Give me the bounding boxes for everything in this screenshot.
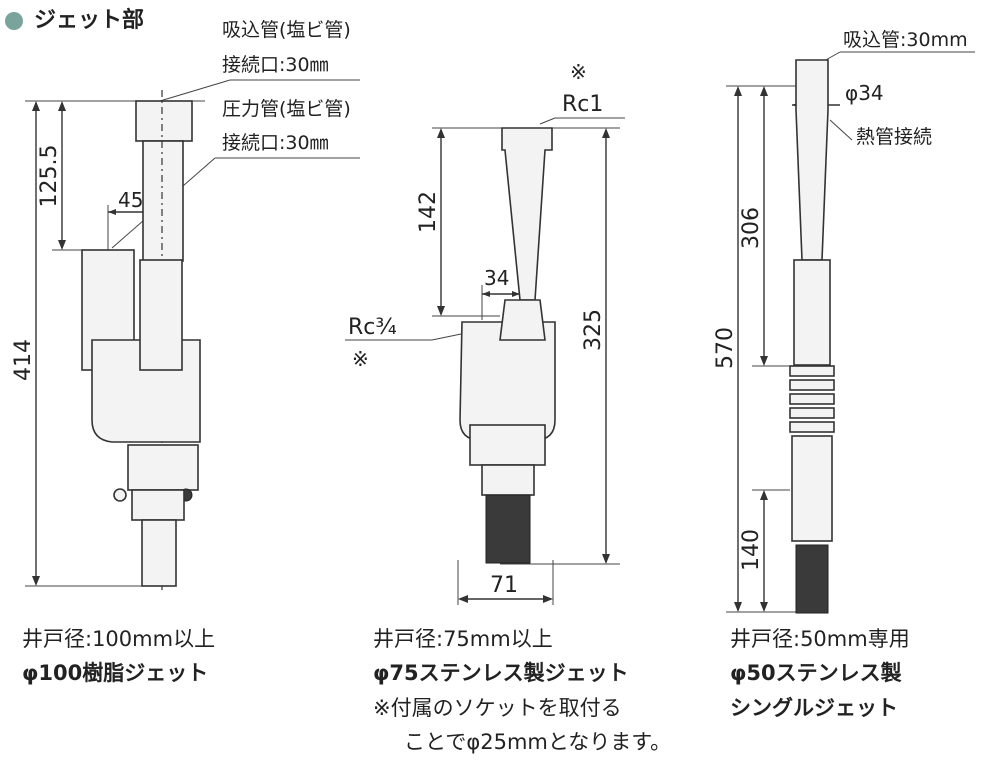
jet3-dim-lower-label: 140 <box>739 529 764 571</box>
jet2-dim-width-label: 71 <box>490 573 518 598</box>
jet3-drawing <box>726 51 975 614</box>
jet2-caption-line4: ことでφ25mmとなります。 <box>404 730 672 754</box>
jet2-dim-total-label: 325 <box>581 309 606 351</box>
jet3-caption-line2: φ50ステンレス製 <box>730 661 902 685</box>
section-title: ジェット部 <box>34 8 145 33</box>
jet3-heat-label: 熱管接続 <box>856 126 932 148</box>
svg-text:306: 306 <box>739 207 764 249</box>
jet3-caption-line1: 井戸径:50mm専用 <box>730 627 910 651</box>
jet3-dim-total-label: 570 <box>713 327 738 369</box>
jet1-suction-label-line2: 接続口:30㎜ <box>222 54 329 76</box>
jet2-mark-side: ※ <box>352 347 369 371</box>
jet1-drawing <box>25 79 360 590</box>
jet3-dim-upper-label: 306 <box>739 207 764 249</box>
jet3-dia-label: φ34 <box>845 81 884 105</box>
jet1-pressure-label-line2: 接続口:30㎜ <box>222 132 329 154</box>
jet2-dim-upper-label: 142 <box>416 191 441 233</box>
svg-text:325: 325 <box>581 309 606 351</box>
svg-text:140: 140 <box>739 529 764 571</box>
svg-text:570: 570 <box>713 327 738 369</box>
jet3-suction-label: 吸込管:30mm <box>843 29 968 51</box>
jet2-dim-inner-label: 34 <box>484 266 509 290</box>
svg-text:142: 142 <box>416 191 441 233</box>
jet2-caption-line3: ※付属のソケットを取付る <box>373 696 622 720</box>
jet1-dim-total-label: 414 <box>11 339 36 381</box>
jet1-caption-line2: φ100樹脂ジェット <box>22 661 209 685</box>
jet1-suction-label-line1: 吸込管(塩ビ管) <box>222 19 351 41</box>
jet2-mark-top: ※ <box>570 60 587 84</box>
jet2-rc34-label: Rc¾ <box>348 315 397 340</box>
jet2-drawing <box>345 117 625 605</box>
svg-text:125.5: 125.5 <box>37 145 62 208</box>
jet3-caption-line3: シングルジェット <box>730 696 898 720</box>
jet1-pressure-label-line1: 圧力管(塩ビ管) <box>222 98 351 120</box>
jet1-caption-line1: 井戸径:100mm以上 <box>22 627 216 651</box>
jet2-caption-line1: 井戸径:75mm以上 <box>373 627 553 651</box>
svg-text:414: 414 <box>11 339 36 381</box>
header-bullet-icon <box>5 12 23 30</box>
jet2-rc1-label: Rc1 <box>562 92 603 117</box>
jet2-caption-line2: φ75ステンレス製ジェット <box>373 661 629 685</box>
jet1-dim-offset-label: 45 <box>118 188 143 212</box>
jet1-dim-upper-label: 125.5 <box>37 145 62 208</box>
